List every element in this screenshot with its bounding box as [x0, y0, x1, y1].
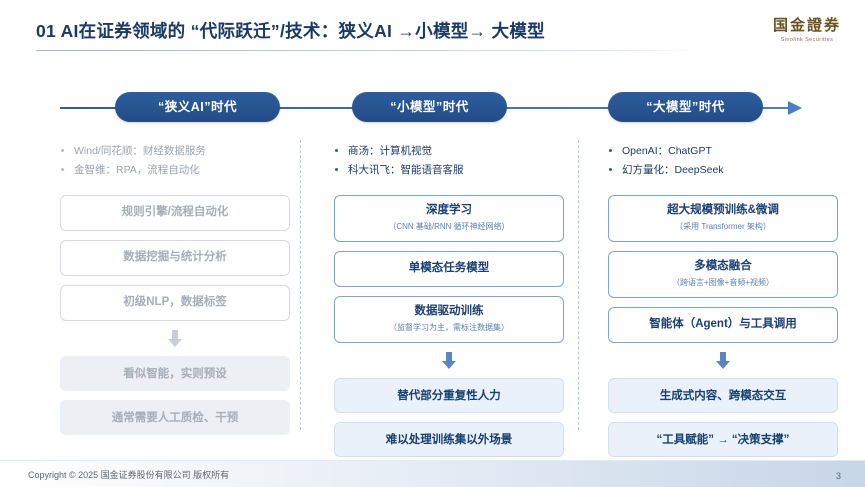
evolution-timeline: “狭义AI”时代 “小模型”时代 “大模型”时代 — [60, 92, 805, 124]
capability-box-subtitle: （CNN 基础/RNN 循环神经网络） — [388, 222, 510, 231]
capability-box-title: 单模态任务模型 — [408, 262, 490, 274]
column-narrow-ai: Wind/同花顺：财经数据服务 金智维：RPA，流程自动化 规则引擎/流程自动化… — [60, 143, 290, 444]
column-divider-1 — [300, 140, 301, 430]
capability-box: 智能体（Agent）与工具调用 — [608, 307, 838, 343]
outcome-box: 生成式内容、跨模态交互 — [608, 378, 838, 413]
outcome-box: 通常需要人工质检、干预 — [60, 400, 290, 435]
outcome-box: “工具赋能” → “决策支撑” — [608, 422, 838, 457]
column-3-bullets: OpenAI：ChatGPT 幻方量化：DeepSeek — [608, 143, 838, 179]
list-item: 商汤：计算机视觉 — [348, 143, 564, 160]
page-number: 3 — [835, 471, 841, 481]
outcome-box: 难以处理训练集以外场景 — [334, 422, 564, 457]
outcome-box: 替代部分重复性人力 — [334, 378, 564, 413]
copyright-text: Copyright © 2025 国金证券股份有限公司 版权所有 — [28, 470, 230, 480]
list-item: 金智维：RPA，流程自动化 — [74, 162, 290, 179]
timeline-arrow-icon — [788, 101, 802, 115]
timeline-stage-3: “大模型”时代 — [608, 92, 763, 122]
list-item: 幻方量化：DeepSeek — [622, 162, 838, 179]
column-divider-2 — [578, 140, 579, 430]
capability-box-title: 数据挖掘与统计分析 — [123, 251, 227, 263]
capability-box-subtitle: （采用 Transformer 架构） — [675, 222, 771, 231]
column-large-model: OpenAI：ChatGPT 幻方量化：DeepSeek 超大规模预训练&微调 … — [608, 143, 838, 466]
capability-box: 多模态融合 （跨语言+图像+音频+视频） — [608, 251, 838, 298]
column-small-model: 商汤：计算机视觉 科大讯飞：智能语音客服 深度学习 （CNN 基础/RNN 循环… — [334, 143, 564, 466]
company-logo: 国金證券 Sinolink Securities — [773, 14, 841, 43]
title-divider — [36, 50, 701, 51]
capability-box: 超大规模预训练&微调 （采用 Transformer 架构） — [608, 195, 838, 242]
outcome-box: 看似智能，实则预设 — [60, 356, 290, 391]
capability-box-title: 规则引擎/流程自动化 — [121, 206, 229, 218]
timeline-stage-1: “狭义AI”时代 — [115, 92, 280, 122]
down-arrow-icon — [334, 352, 564, 370]
capability-box-title: 数据驱动训练 — [414, 305, 484, 317]
capability-box-title: 初级NLP，数据标签 — [123, 296, 227, 308]
capability-box: 数据驱动训练 （监督学习为主，需标注数据集） — [334, 296, 564, 343]
timeline-stage-2: “小模型”时代 — [352, 92, 507, 122]
column-2-bullets: 商汤：计算机视觉 科大讯飞：智能语音客服 — [334, 143, 564, 179]
column-1-bullets: Wind/同花顺：财经数据服务 金智维：RPA，流程自动化 — [60, 143, 290, 179]
list-item: Wind/同花顺：财经数据服务 — [74, 143, 290, 160]
page-title: 01 AI在证券领域的 “代际跃迁”/技术：狭义AI →小模型→ 大模型 — [36, 21, 545, 41]
capability-box-title: 超大规模预训练&微调 — [667, 204, 779, 216]
down-arrow-icon — [60, 330, 290, 348]
capability-box-title: 深度学习 — [426, 204, 472, 216]
capability-box: 规则引擎/流程自动化 — [60, 195, 290, 231]
capability-box-title: 智能体（Agent）与工具调用 — [649, 318, 797, 330]
footer-band — [0, 460, 865, 487]
capability-box-subtitle: （监督学习为主，需标注数据集） — [389, 323, 509, 332]
list-item: OpenAI：ChatGPT — [622, 143, 838, 160]
capability-box: 深度学习 （CNN 基础/RNN 循环神经网络） — [334, 195, 564, 242]
logo-chinese-name: 国金證券 — [772, 17, 841, 34]
capability-box: 单模态任务模型 — [334, 251, 564, 287]
logo-english-name: Sinolink Securities — [780, 37, 834, 43]
capability-box: 数据挖掘与统计分析 — [60, 240, 290, 276]
capability-box: 初级NLP，数据标签 — [60, 285, 290, 321]
list-item: 科大讯飞：智能语音客服 — [348, 162, 564, 179]
capability-box-subtitle: （跨语言+图像+音频+视频） — [671, 278, 774, 287]
capability-box-title: 多模态融合 — [694, 260, 752, 272]
down-arrow-icon — [608, 352, 838, 370]
